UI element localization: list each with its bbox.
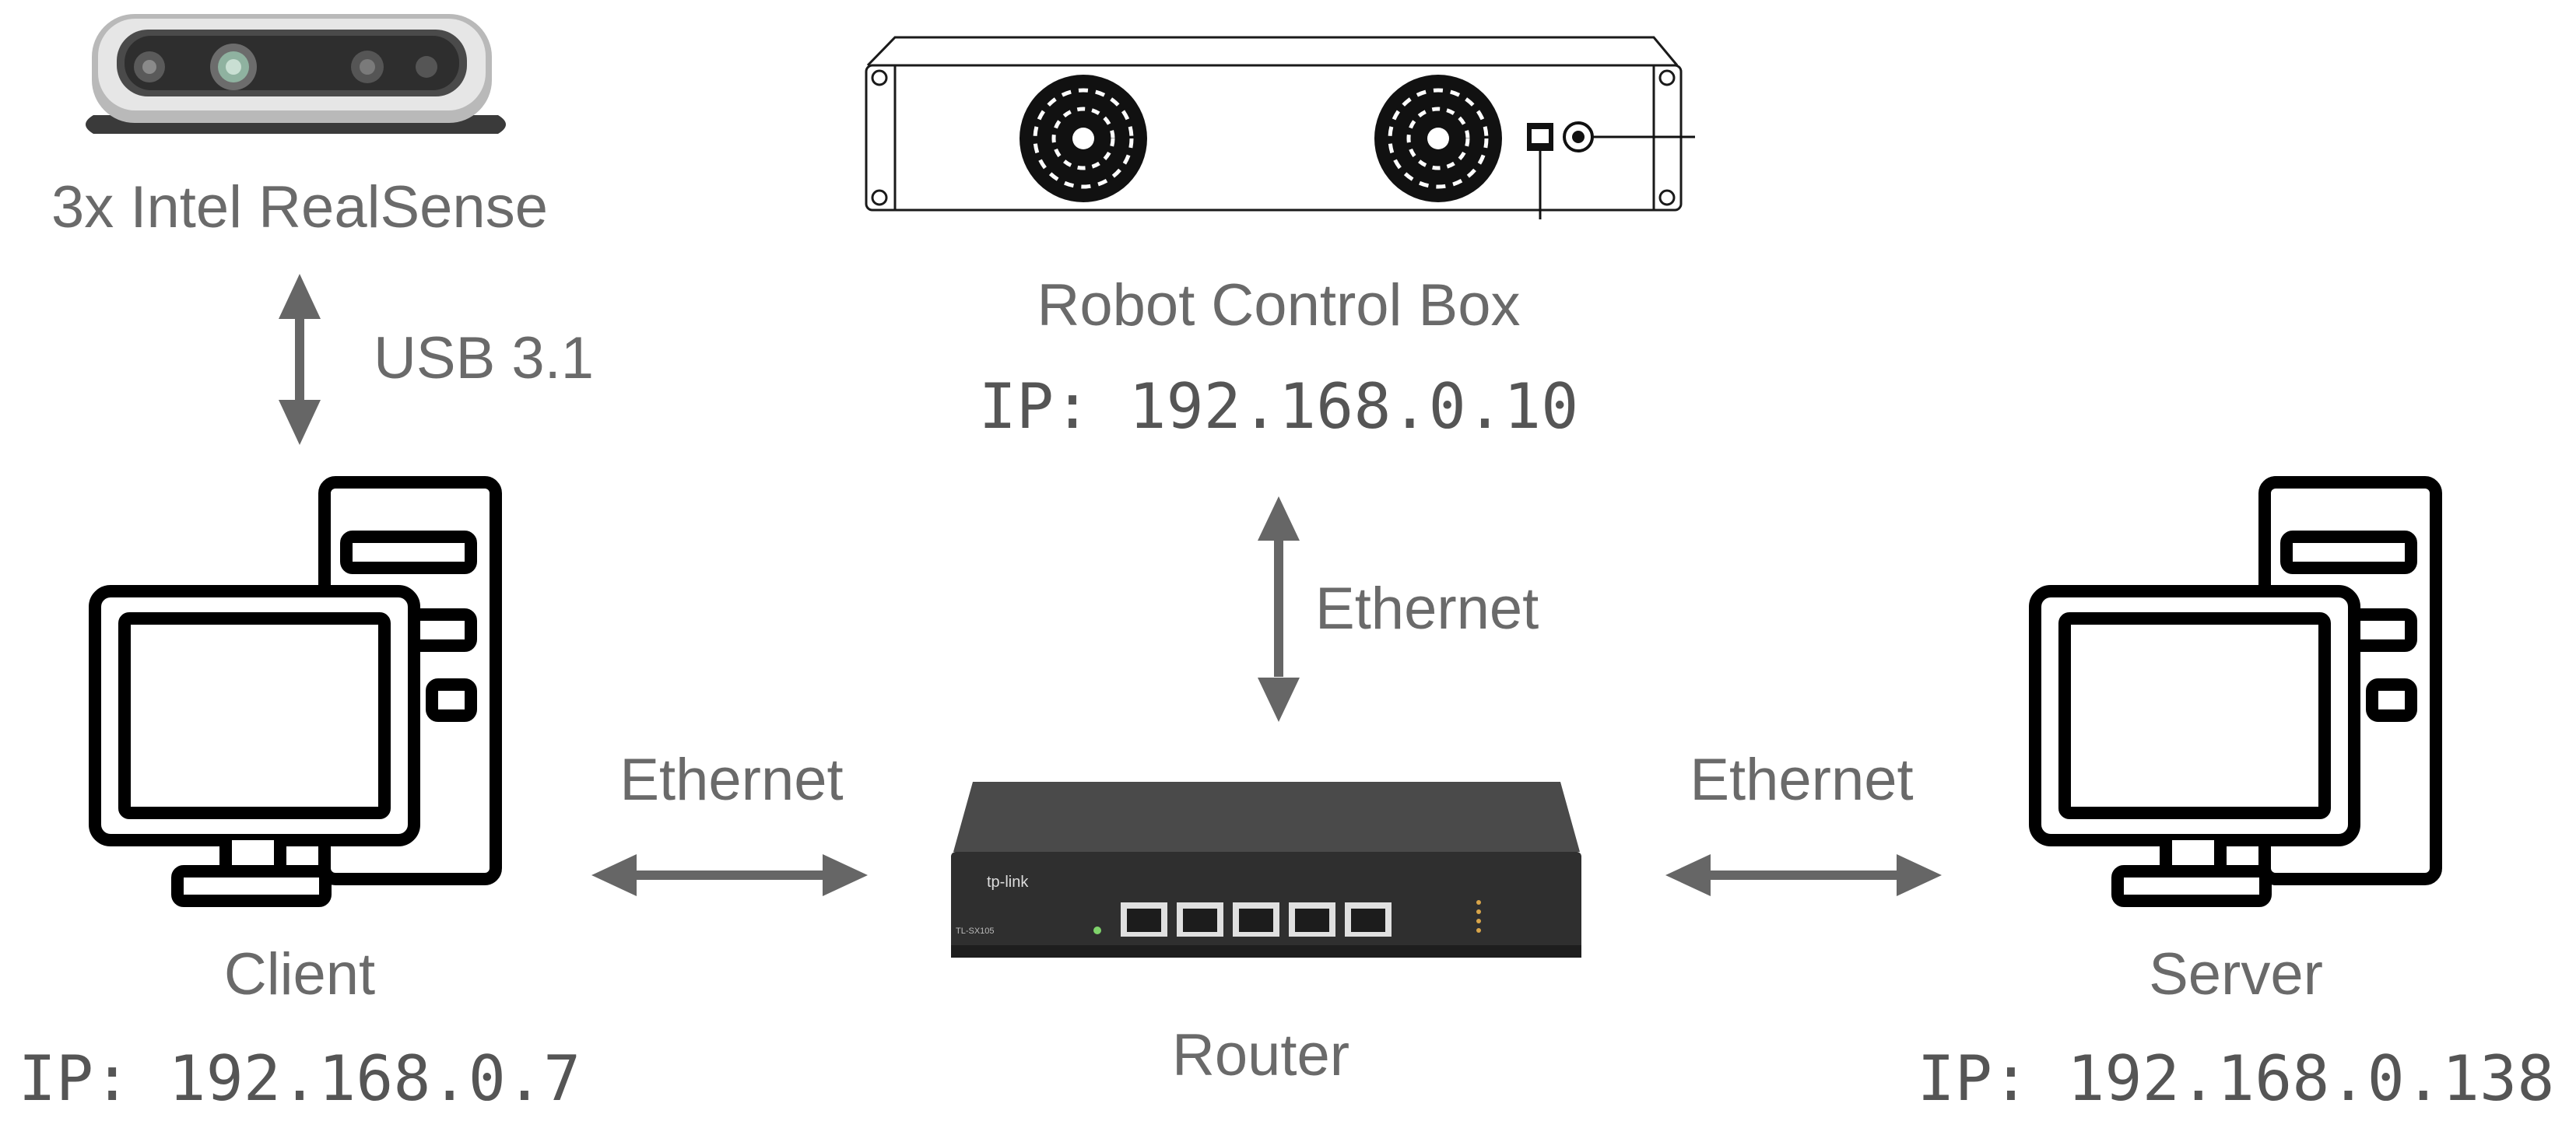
server-ip: IP: 192.168.0.138 [1918, 1042, 2555, 1115]
client-ip: IP: 192.168.0.7 [19, 1042, 581, 1115]
rack-unit-icon [865, 36, 1683, 212]
robot-ethernet-arrow [1258, 496, 1300, 722]
desktop-computer-icon [2029, 476, 2442, 907]
client-label: Client [224, 941, 375, 1007]
robot-ethernet-label: Ethernet [1315, 576, 1539, 642]
robot-label: Robot Control Box [1037, 272, 1521, 338]
usb-arrow [279, 274, 321, 445]
usb-link-label: USB 3.1 [374, 325, 594, 391]
router-model: TL-SX105 [956, 927, 995, 936]
robot-ip: IP: 192.168.0.10 [979, 370, 1579, 443]
server-ethernet-label: Ethernet [1690, 747, 1913, 813]
network-switch-icon: tp-link TL-SX105 [951, 782, 1581, 958]
client-ethernet-arrow [591, 854, 868, 896]
fan-icon [1374, 75, 1502, 202]
power-button-icon [1563, 121, 1695, 152]
ethernet-port-icon [1527, 123, 1553, 219]
desktop-computer-icon [89, 476, 502, 907]
depth-camera-icon [86, 14, 506, 134]
server-ethernet-arrow [1665, 854, 1942, 896]
router-label: Router [1172, 1022, 1349, 1088]
brand-logo: tp-link [987, 874, 1029, 891]
camera-label: 3x Intel RealSense [51, 174, 548, 240]
client-ethernet-label: Ethernet [619, 747, 843, 813]
fan-icon [1020, 75, 1147, 202]
server-label: Server [2149, 941, 2323, 1007]
